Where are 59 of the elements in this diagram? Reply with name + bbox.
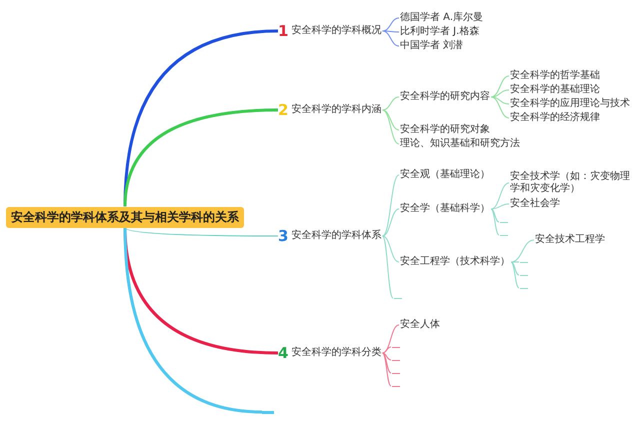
branch-line [124, 108, 278, 207]
subtopic-label: 中国学者 刘潜 [400, 40, 464, 52]
subtopic-label: 安全科学的应用理论与技术 [510, 98, 630, 110]
branch-line [382, 174, 400, 236]
topic-number: 4 [278, 345, 288, 361]
branch-line [490, 76, 510, 98]
branch-line [490, 208, 500, 236]
subtopic-label: 比利时学者 J.格森 [400, 26, 480, 38]
branch-line [382, 96, 400, 110]
topic-number: 3 [278, 228, 288, 244]
branch-end-line [500, 234, 508, 236]
branch-end-line [392, 346, 400, 348]
branch-line [382, 30, 400, 32]
branch-line [382, 208, 400, 236]
subtopic-label: 安全人体 [400, 319, 440, 331]
branch-line [382, 236, 394, 298]
topic-number: 2 [278, 102, 288, 118]
subtopic-label: 德国学者 A.库尔曼 [400, 12, 484, 24]
subtopic-label: 安全科学的经济规律 [510, 112, 600, 124]
branch-end-line [262, 410, 274, 414]
subtopic-label: 理论、知识基础和研究方法 [400, 138, 520, 150]
subtopic-label: 安全观（基础理论） [400, 169, 490, 181]
branch-line [382, 110, 400, 130]
subtopic-label: 安全技术学（如：灾变物理学和灾变化学） [510, 171, 634, 195]
subtopic-label: 安全科学的基础理论 [510, 84, 600, 96]
branch-line [490, 96, 510, 118]
branch-line [124, 227, 278, 236]
branch-line [490, 182, 510, 210]
branch-line [490, 208, 500, 222]
subtopic-label: 安全社会学 [510, 198, 560, 210]
topic-title: 安全科学的学科体系 [291, 229, 382, 243]
branch-line [382, 352, 392, 374]
branch-line [124, 227, 262, 414]
subtopic-label: 安全科学的研究对象 [400, 124, 490, 136]
topic-title: 安全科学的学科内涵 [291, 103, 382, 117]
branch-line [382, 236, 400, 262]
branch-end-line [520, 274, 528, 276]
branch-line [510, 262, 520, 276]
topic-title: 安全科学的学科概况 [291, 24, 382, 38]
subtopic-label: 安全技术工程学 [535, 234, 605, 246]
subtopic-label: 安全工程学（技术科学） [400, 256, 510, 268]
branch-line [382, 346, 392, 354]
branch-line [490, 96, 510, 104]
branch-line [382, 18, 400, 32]
branch-line [382, 352, 392, 360]
branch-line [510, 240, 534, 262]
branch-line [382, 352, 392, 386]
subtopic-label: 安全科学的哲学基础 [510, 70, 600, 82]
branch-end-line [392, 372, 400, 374]
subtopic-label: 安全科学的研究内容 [400, 91, 490, 103]
central-topic: 安全科学的学科体系及其与相关学科的关系 [6, 206, 244, 228]
topic-title: 安全科学的学科分类 [291, 346, 382, 360]
branch-line [382, 110, 400, 144]
branch-line [490, 204, 510, 210]
subtopic-label: 安全学（基础科学） [400, 203, 490, 215]
topic-number: 1 [278, 23, 288, 39]
branch-line [382, 30, 400, 46]
branch-line [490, 90, 510, 98]
branch-line [510, 262, 520, 288]
